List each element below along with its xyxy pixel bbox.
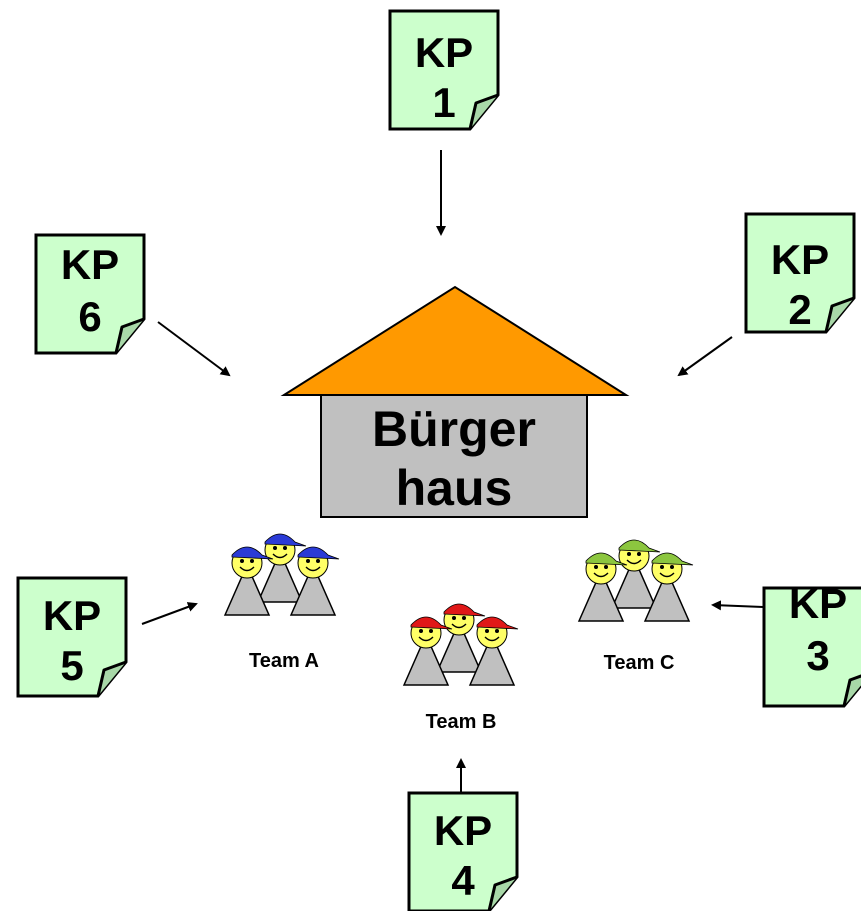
team-c-person-right	[644, 552, 694, 622]
kp5-label-line2: 5	[60, 642, 83, 689]
checkpoint-kp4: KP 4	[407, 791, 519, 911]
kp1-label-line2: 1	[432, 79, 455, 126]
house-label-line2: haus	[396, 460, 513, 516]
arrow-kp3	[711, 600, 764, 611]
kp1-label-line1: KP	[415, 29, 473, 76]
team-a-person-right	[290, 546, 340, 616]
kp3-label-line2: 3	[806, 632, 829, 679]
kp2-label-line2: 2	[788, 286, 811, 333]
checkpoint-kp5: KP 5	[16, 576, 128, 698]
kp5-label-line1: KP	[43, 592, 101, 639]
kp6-label-line1: KP	[61, 241, 119, 288]
kp6-label-line2: 6	[78, 293, 101, 340]
checkpoint-kp1: KP 1	[388, 9, 500, 131]
team-c-person-left	[578, 552, 628, 622]
team-a-group: Team A	[224, 533, 340, 672]
team-b-label: Team B	[426, 711, 497, 733]
kp4-label-line2: 4	[451, 857, 475, 904]
team-a-person-center	[257, 533, 307, 603]
team-b-person-right	[469, 616, 519, 686]
team-c-group: Team C	[578, 539, 694, 674]
checkpoint-kp3: KP 3	[762, 580, 861, 708]
arrow-kp6	[157, 321, 231, 377]
house-roof	[280, 285, 630, 396]
kp3-label-line1: KP	[789, 580, 847, 627]
arrow-kp5	[141, 602, 198, 625]
kp4-label-line1: KP	[434, 807, 492, 854]
kp2-label-line1: KP	[771, 236, 829, 283]
team-b-group: Team B	[403, 603, 519, 733]
buergerhaus: Bürger haus	[280, 285, 630, 518]
house-label-line1: Bürger	[372, 401, 536, 457]
checkpoint-kp2: KP 2	[744, 212, 856, 334]
team-a-label: Team A	[249, 650, 319, 672]
team-b-person-left	[403, 616, 453, 686]
team-c-person-center	[611, 539, 661, 609]
arrow-kp2	[677, 336, 733, 377]
team-b-person-center	[436, 603, 486, 673]
team-c-label: Team C	[604, 652, 675, 674]
house-body	[320, 394, 588, 518]
checkpoint-kp6: KP 6	[34, 233, 146, 355]
team-a-person-left	[224, 546, 274, 616]
